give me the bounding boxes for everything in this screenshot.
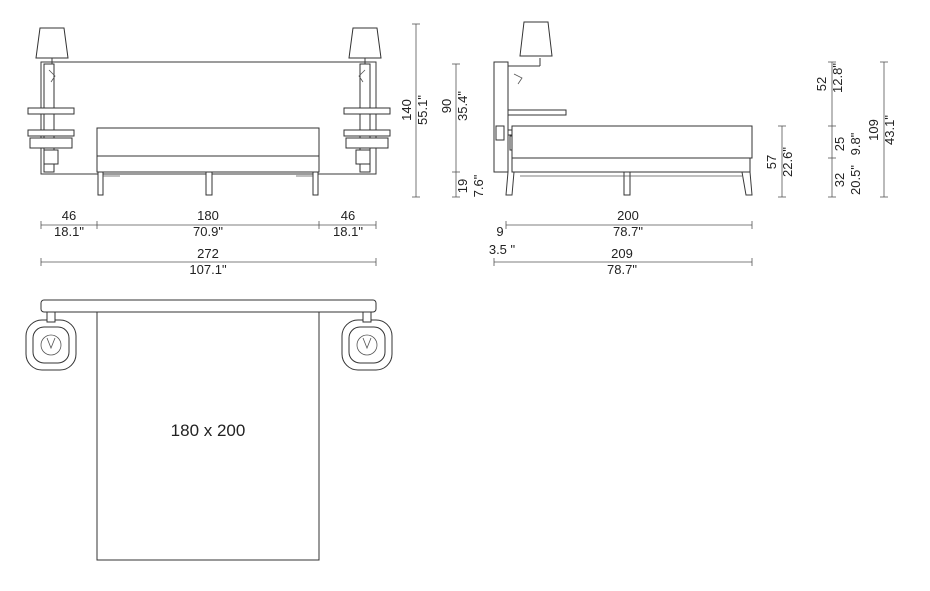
right-lamp [348,27,382,64]
dim-offset-in: 3.5 " [489,242,516,257]
dim-total-length-in: 78.7" [607,262,637,277]
dim-headboard-cm: 90 [439,99,454,113]
dim-mattress-height-cm: 57 [764,155,779,169]
dim-low-cm: 32 [832,173,847,187]
dim-top-in: 12.8" [830,63,845,93]
dim-total-height-in: 43.1" [882,115,897,145]
front-view: 46 18.1" 180 70.9" 46 18.1" 272 107.1" 1… [27,23,486,277]
front-leg-left [97,171,104,196]
dim-mid-in: 9.8" [848,132,863,155]
dim-top-cm: 52 [814,77,829,91]
plan-mattress [96,311,320,561]
plan-view: 180 x 200 [25,299,393,561]
side-headboard [493,61,509,173]
front-leg-center [205,171,213,196]
front-base [96,155,320,173]
dim-length-cm: 200 [617,208,639,223]
mattress-size-label: 180 x 200 [171,421,246,440]
dim-total-length-cm: 209 [611,246,633,261]
dim-left-in: 18.1" [54,224,84,239]
dim-total-height-cm: 109 [866,119,881,141]
side-view: 200 78.7" 9 3.5 " 209 78.7" 57 22.6" [489,21,795,277]
front-mattress [96,127,320,157]
dim-height-cm: 140 [399,99,414,121]
dim-leg-cm: 19 [455,179,470,193]
dim-mattress-height-in: 22.6" [780,147,795,177]
height-breakdown: 52 12.8" 25 9.8" 32 20.5" 109 43.1" [814,61,897,198]
side-base [511,157,751,173]
plan-left-nightstand [25,311,77,371]
left-lamp [35,27,69,64]
dim-mid-cm: 25 [832,137,847,151]
right-nightstand [343,63,391,173]
dim-headboard-in: 35.4" [455,91,470,121]
plan-headboard [40,299,377,313]
dim-total-width-cm: 272 [197,246,219,261]
side-leg-head [505,171,515,196]
dim-height-in: 55.1" [415,95,430,125]
left-nightstand [27,63,75,173]
side-lamp [519,21,553,57]
dim-offset-cm: 9 [496,224,503,239]
dim-right-in: 18.1" [333,224,363,239]
dim-leg-in: 7.6" [471,174,486,197]
side-leg-center [623,171,631,196]
dim-bed-width-in: 70.9" [193,224,223,239]
side-mattress [511,125,753,159]
front-leg-right [312,171,319,196]
dim-bed-width-cm: 180 [197,208,219,223]
dim-length-in: 78.7" [613,224,643,239]
dim-total-width-in: 107.1" [189,262,227,277]
side-leg-foot [741,171,753,196]
plan-right-nightstand [341,311,393,371]
dim-low-in: 20.5" [848,165,863,195]
dim-left-cm: 46 [62,208,76,223]
dim-right-cm: 46 [341,208,355,223]
